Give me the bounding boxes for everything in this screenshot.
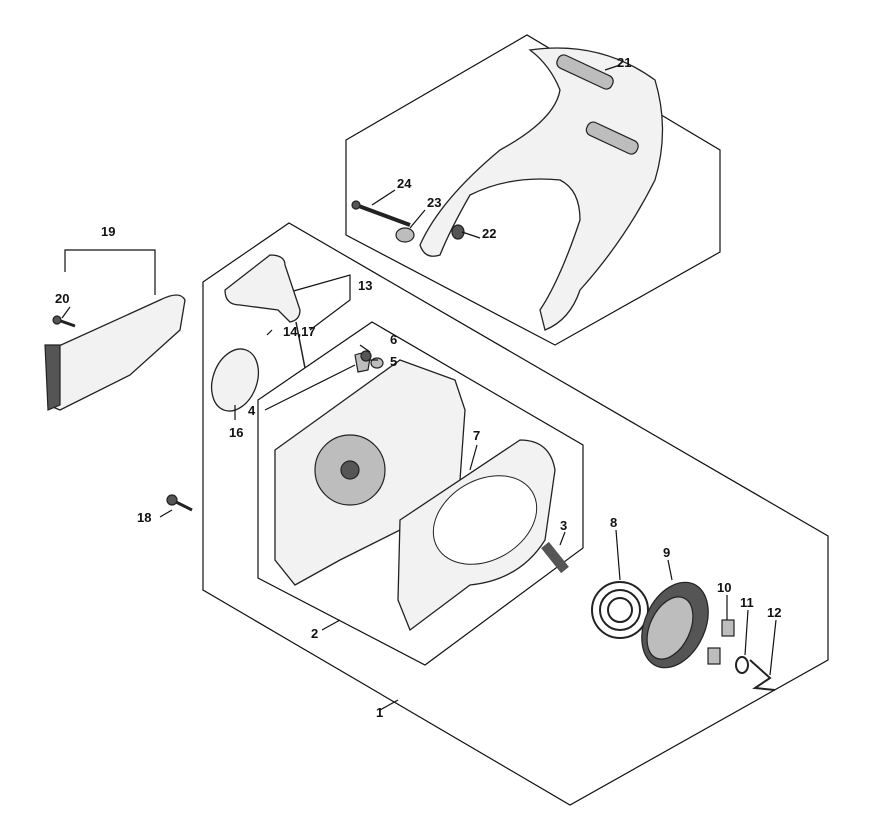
cover-plate-19 <box>47 294 186 411</box>
label-4: 4 <box>248 403 256 418</box>
label-18: 18 <box>137 510 151 525</box>
bracket-13 <box>289 274 351 331</box>
nut-6 <box>360 350 372 362</box>
bracket-19 <box>64 249 156 295</box>
label-14-17: 14,17 <box>283 324 316 339</box>
label-8: 8 <box>610 515 617 530</box>
label-11: 11 <box>740 595 754 610</box>
washer-11 <box>735 656 749 674</box>
label-6: 6 <box>390 332 397 347</box>
pin-3 <box>541 541 569 574</box>
label-9: 9 <box>663 545 670 560</box>
rope-rotor-9 <box>641 581 709 669</box>
bolt-24 <box>351 200 411 227</box>
label-7: 7 <box>473 428 480 443</box>
starter-rope-14 <box>295 321 306 369</box>
label-13: 13 <box>358 278 372 293</box>
label-5: 5 <box>390 354 397 369</box>
pawl-10b <box>707 647 721 665</box>
label-21: 21 <box>617 55 631 70</box>
assembly-2-outline <box>257 321 584 666</box>
label-2: 2 <box>311 626 318 641</box>
label-20: 20 <box>55 291 69 306</box>
label-3: 3 <box>560 518 567 533</box>
label-23: 23 <box>427 195 441 210</box>
rewind-spring-8 <box>591 581 649 639</box>
spring-23 <box>395 227 415 243</box>
assembly-21-outline <box>345 34 721 346</box>
label-12: 12 <box>767 605 781 620</box>
label-22: 22 <box>482 226 496 241</box>
screw-20 <box>52 315 76 328</box>
hand-guard-part <box>419 47 664 331</box>
label-16: 16 <box>229 425 243 440</box>
label-10: 10 <box>717 580 731 595</box>
starter-grip-13 <box>224 254 301 323</box>
label-24: 24 <box>397 176 412 191</box>
pawl-10 <box>721 619 735 637</box>
cover-plate-edge <box>44 344 61 411</box>
screw-22 <box>451 224 465 240</box>
disc-16 <box>210 348 260 412</box>
label-1: 1 <box>376 705 383 720</box>
screw-18 <box>166 494 193 512</box>
label-19: 19 <box>101 224 115 239</box>
assembly-1-outline <box>202 222 829 806</box>
leader-lines <box>61 64 777 711</box>
spring-clip-12 <box>749 659 776 691</box>
